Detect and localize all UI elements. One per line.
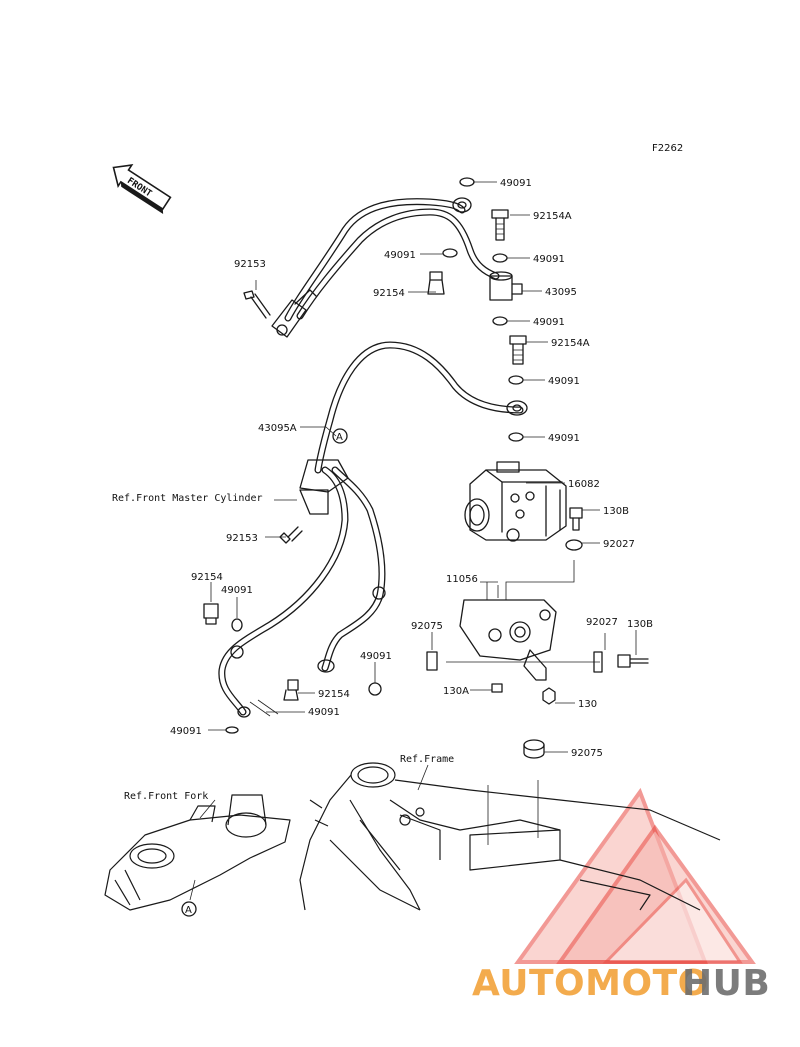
marker-a-bottom: A [181, 901, 197, 917]
callout-43095: 43095 [545, 287, 577, 298]
callout-130a: 130A [443, 686, 469, 697]
diagram-code: F2262 [652, 143, 683, 154]
ref-front-master-cylinder: Ref.Front Master Cylinder [112, 493, 263, 504]
callout-43095a: 43095A [258, 423, 297, 434]
abs-unit [464, 461, 567, 542]
callout-49091: 49091 [360, 651, 392, 662]
watermark-text: AUTOMOTO HUB [472, 963, 770, 1004]
callout-92153: 92153 [234, 259, 266, 270]
callout-92154: 92154 [373, 288, 405, 299]
callout-92075: 92075 [411, 621, 443, 632]
callout-92154a: 92154A [551, 338, 590, 349]
abs-fasteners [486, 507, 583, 600]
callout-92027: 92027 [603, 539, 635, 550]
ref-frame: Ref.Frame [400, 754, 454, 765]
callout-49091: 49091 [533, 254, 565, 265]
callout-92027: 92027 [586, 617, 618, 628]
marker-a-top: A [332, 428, 348, 444]
callout-130: 130 [578, 699, 597, 710]
upper-brake-hoses [271, 197, 500, 338]
watermark-logo [514, 787, 756, 964]
callout-16082: 16082 [568, 479, 600, 490]
ref-front-fork: Ref.Front Fork [124, 791, 208, 802]
callout-49091: 49091 [548, 376, 580, 387]
svg-text:AUTOMOTO: AUTOMOTO [472, 963, 709, 1004]
motorcycle-frame [299, 762, 721, 911]
callout-11056: 11056 [446, 574, 478, 585]
bolt-92153-top [243, 290, 271, 319]
abs-bracket [446, 599, 600, 681]
callout-49091: 49091 [384, 250, 416, 261]
callout-130b: 130B [603, 506, 629, 517]
callout-92154: 92154 [318, 689, 350, 700]
svg-text:HUB: HUB [682, 963, 770, 1004]
callout-49091: 49091 [221, 585, 253, 596]
front-arrow-icon: FRONT [112, 164, 172, 215]
callout-49091: 49091 [308, 707, 340, 718]
callout-92154a: 92154A [533, 211, 572, 222]
callout-92153: 92153 [226, 533, 258, 544]
callout-49091: 49091 [170, 726, 202, 737]
callout-130b: 130B [627, 619, 653, 630]
bracket-fasteners [426, 651, 649, 759]
leader-lines [189, 181, 637, 901]
callout-49091: 49091 [548, 433, 580, 444]
callout-49091: 49091 [500, 178, 532, 189]
callout-labels: 49091 92154A 49091 49091 92153 92154 430… [112, 178, 653, 802]
middle-brake-hose [218, 341, 528, 718]
callout-92075: 92075 [571, 748, 603, 759]
svg-text:A: A [336, 432, 343, 443]
front-fork-clamp [104, 794, 291, 911]
svg-text:A: A [185, 905, 192, 916]
callout-49091: 49091 [533, 317, 565, 328]
callout-92154: 92154 [191, 572, 223, 583]
